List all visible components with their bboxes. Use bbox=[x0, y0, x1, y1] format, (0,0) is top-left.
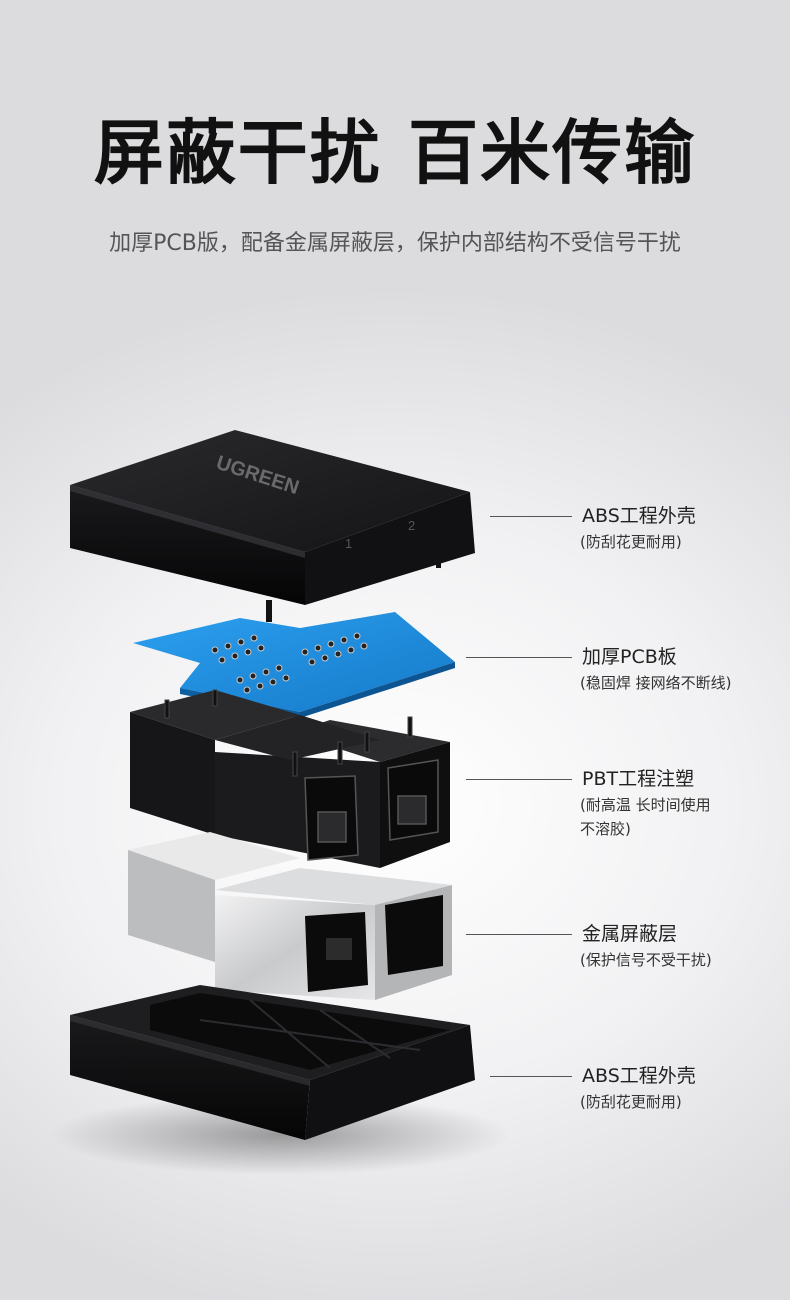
rj45-port-left bbox=[304, 775, 359, 861]
shield-port-left bbox=[305, 912, 368, 992]
pbt-housing bbox=[130, 689, 450, 868]
callout-title: 加厚PCB板 bbox=[582, 646, 677, 668]
port-number-1: 1 bbox=[345, 536, 352, 551]
metal-shield bbox=[128, 832, 452, 1000]
callout-title: ABS工程外壳 bbox=[582, 505, 696, 527]
callout-leader-line bbox=[466, 657, 572, 658]
top-shell: UGREEN 1 2 bbox=[70, 430, 475, 622]
callout-note: (耐高温 长时间使用 不溶胶) bbox=[580, 796, 711, 838]
callout-title: 金属屏蔽层 bbox=[582, 923, 678, 945]
callout-note: (防刮花更耐用) bbox=[580, 533, 682, 551]
solder-pins bbox=[211, 632, 368, 694]
shield-port-right bbox=[385, 895, 443, 975]
rj45-port-right bbox=[387, 759, 439, 841]
callout-title: PBT工程注塑 bbox=[582, 768, 695, 790]
port-number-2: 2 bbox=[408, 518, 415, 533]
headline: 屏蔽干扰 百米传输 bbox=[93, 112, 697, 194]
callout-note: (保护信号不受干扰) bbox=[580, 951, 712, 969]
callout-leader-line bbox=[466, 779, 572, 780]
callout-note: (防刮花更耐用) bbox=[580, 1093, 682, 1111]
callout-title: ABS工程外壳 bbox=[582, 1065, 696, 1087]
subheadline: 加厚PCB版，配备金属屏蔽层，保护内部结构不受信号干扰 bbox=[109, 231, 681, 256]
bottom-shell bbox=[70, 985, 475, 1140]
callout-note: (稳固焊 接网络不断线) bbox=[580, 674, 732, 692]
callout-leader-line bbox=[490, 516, 572, 517]
callout-leader-line bbox=[466, 934, 572, 935]
floor-shadow bbox=[50, 1095, 510, 1175]
callout-leader-line bbox=[490, 1076, 572, 1077]
